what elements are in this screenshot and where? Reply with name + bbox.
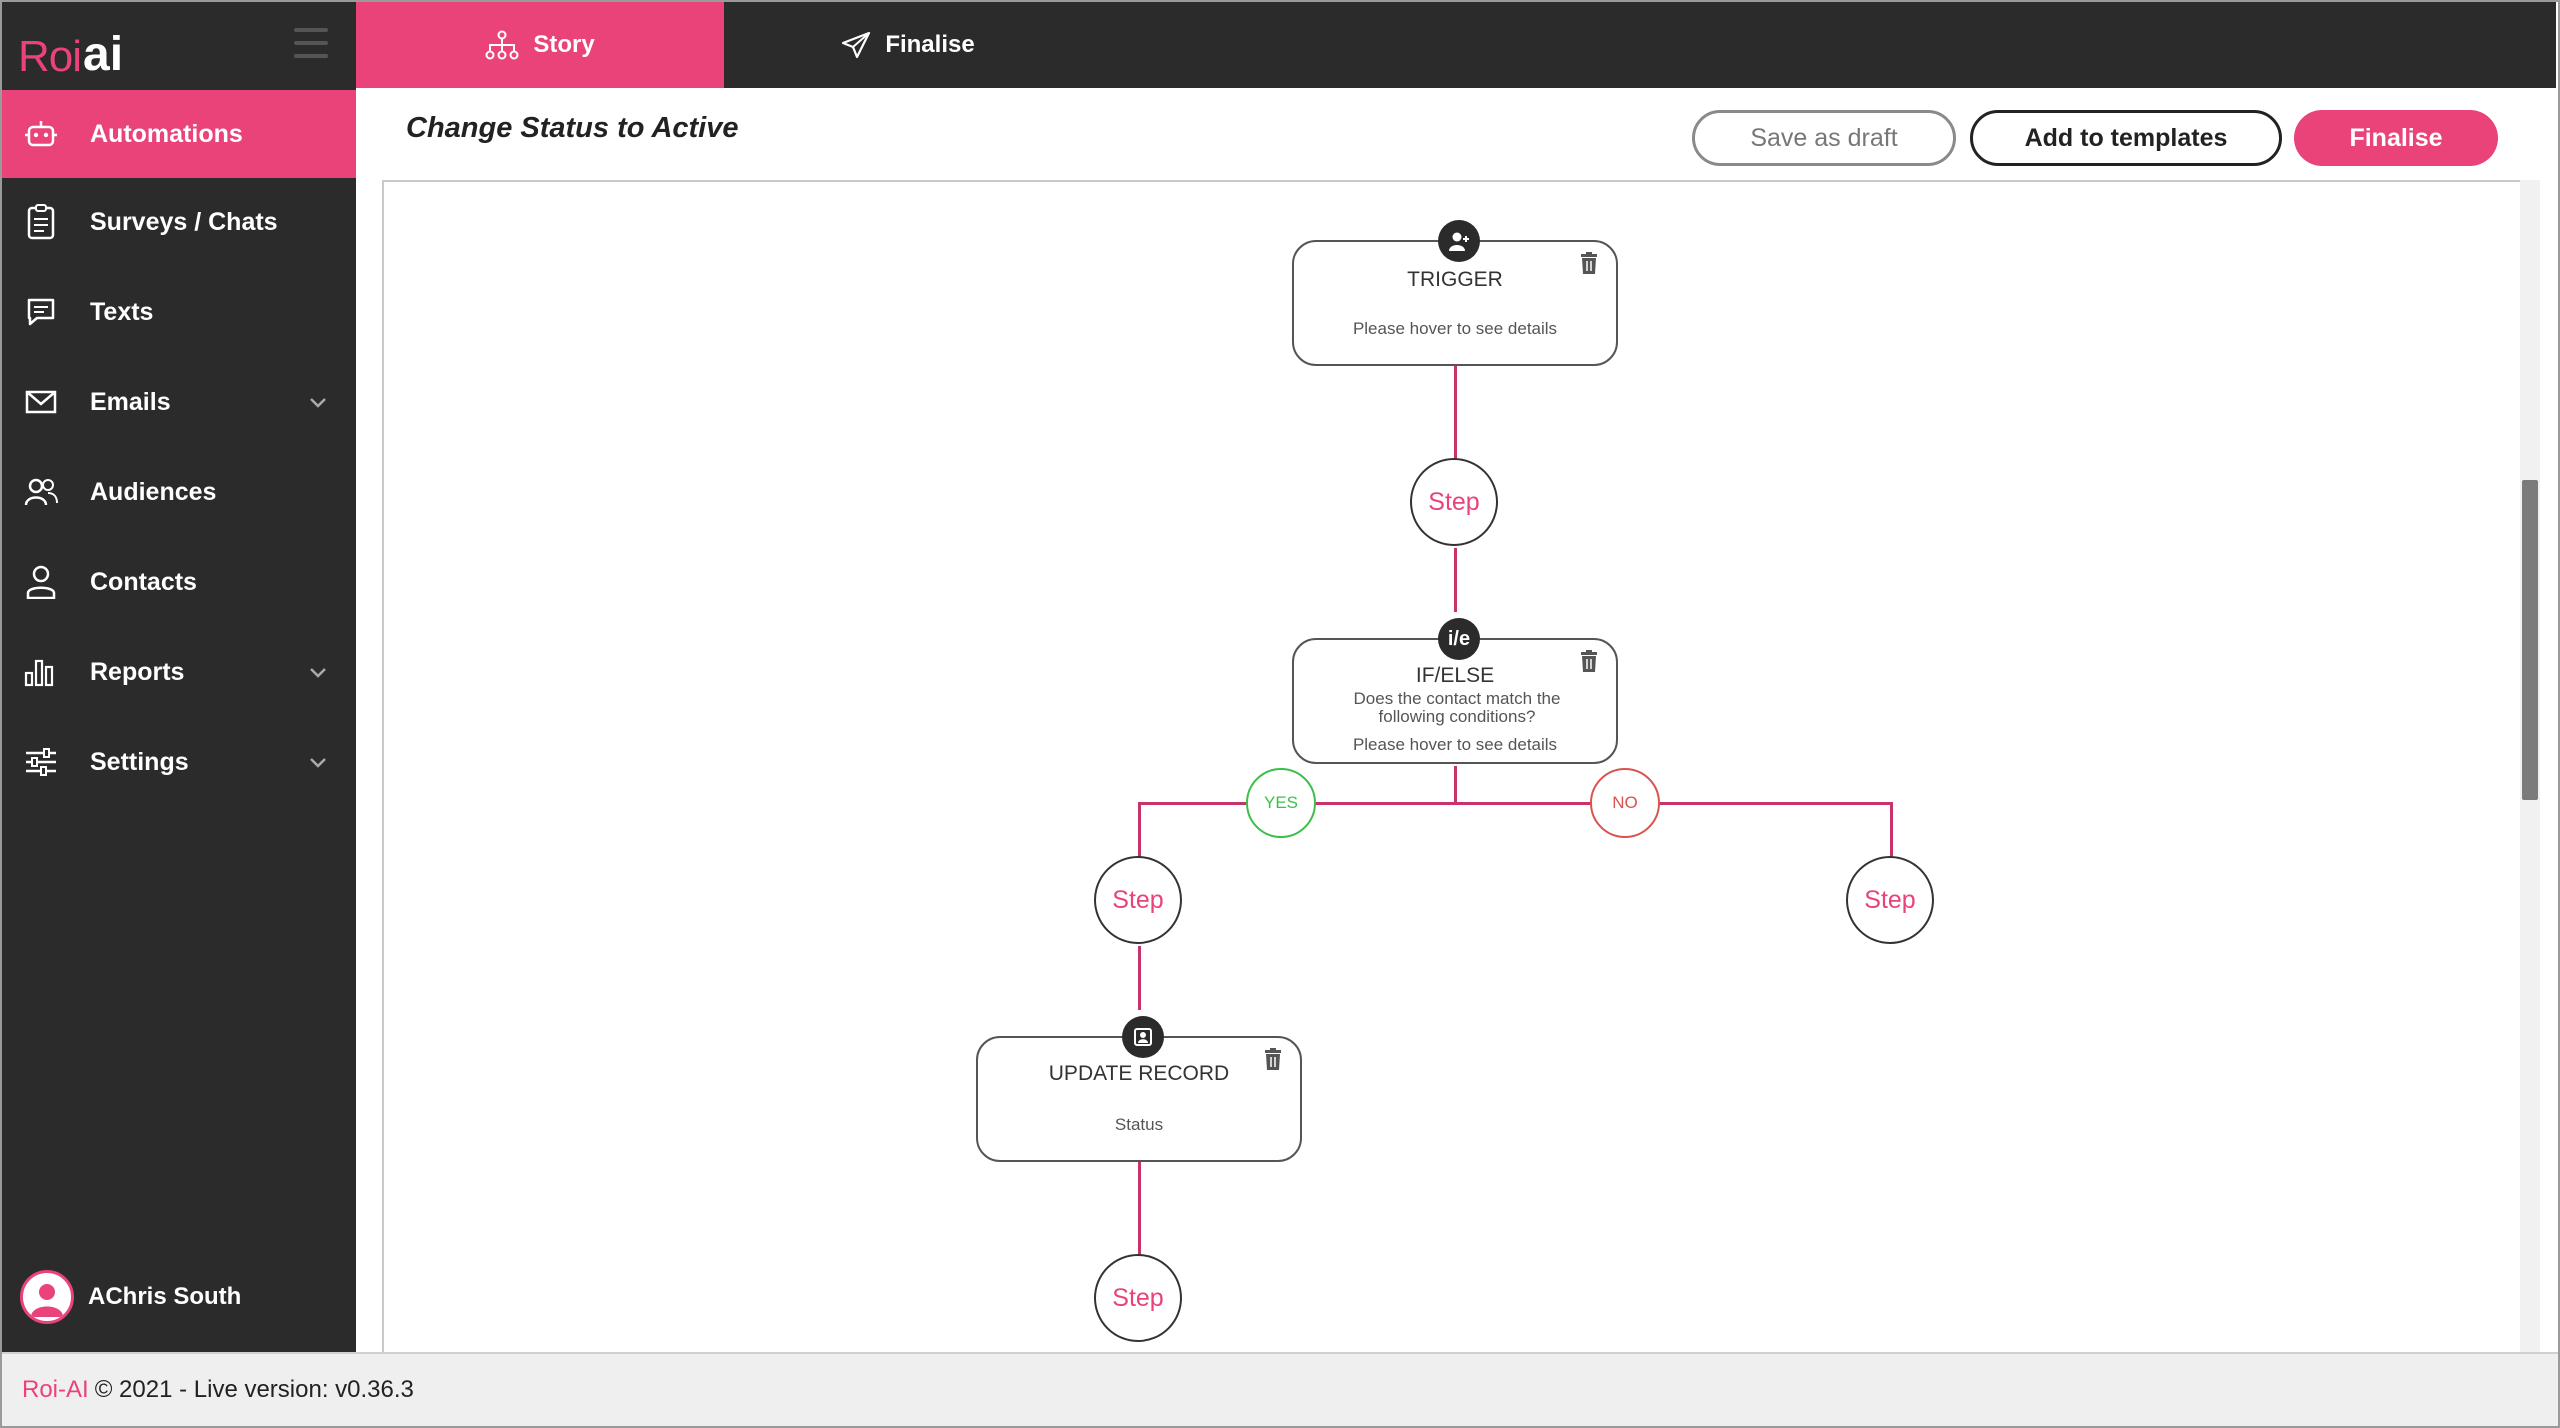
sidebar-item-label: Emails <box>90 387 171 416</box>
user-plus-icon <box>1438 220 1480 262</box>
ifelse-badge: i/e <box>1438 618 1480 660</box>
save-as-draft-button[interactable]: Save as draft <box>1692 110 1956 166</box>
footer: Roi-AI © 2021 - Live version: v0.36.3 <box>2 1352 2558 1426</box>
node-detail: Please hover to see details <box>1352 735 1558 754</box>
paper-plane-icon <box>842 31 871 59</box>
sidebar-item-label: Surveys / Chats <box>90 207 278 236</box>
node-title: TRIGGER <box>1407 268 1503 291</box>
page-title: Change Status to Active <box>406 112 739 144</box>
envelope-icon <box>22 383 60 421</box>
sidebar-item-label: Texts <box>90 297 154 326</box>
logo-ai: ai <box>83 28 124 81</box>
avatar <box>20 1270 74 1324</box>
people-icon <box>22 473 60 511</box>
person-icon <box>22 563 60 601</box>
node-question: Does the contact match the following con… <box>1353 689 1561 726</box>
node-detail: Please hover to see details <box>1352 319 1558 338</box>
canvas-scrollbar[interactable] <box>2520 180 2540 1352</box>
connector-line <box>1454 366 1457 460</box>
chat-bubble-icon <box>22 293 60 331</box>
hamburger-menu-icon[interactable] <box>294 28 328 67</box>
scrollbar-thumb[interactable] <box>2522 480 2538 800</box>
footer-brand[interactable]: Roi-AI <box>22 1376 89 1403</box>
tab-finalise[interactable]: Finalise <box>724 2 1092 88</box>
sidebar-item-label: Reports <box>90 657 185 686</box>
connector-line <box>1138 802 1892 805</box>
sidebar-item-emails[interactable]: Emails <box>2 358 356 446</box>
add-step-button[interactable]: Step <box>1094 856 1182 944</box>
sidebar-item-label: Settings <box>90 747 189 776</box>
sidebar-item-reports[interactable]: Reports <box>2 628 356 716</box>
sliders-icon <box>22 743 60 781</box>
chevron-down-icon[interactable] <box>307 391 329 413</box>
sidebar-item-label: Contacts <box>90 567 197 596</box>
chevron-down-icon[interactable] <box>307 661 329 683</box>
add-to-templates-button[interactable]: Add to templates <box>1970 110 2282 166</box>
sidebar-item-surveys[interactable]: Surveys / Chats <box>2 178 356 266</box>
sidebar-item-label: Automations <box>90 119 243 148</box>
sidebar-item-automations[interactable]: Automations <box>2 90 356 178</box>
footer-version: © 2021 - Live version: v0.36.3 <box>94 1376 414 1403</box>
sidebar-item-label: Audiences <box>90 477 217 506</box>
flow-tree-icon <box>485 30 519 60</box>
tab-label: Finalise <box>885 31 975 58</box>
sidebar-item-settings[interactable]: Settings <box>2 718 356 806</box>
clipboard-icon <box>22 203 60 241</box>
finalise-button[interactable]: Finalise <box>2294 110 2498 166</box>
add-step-button[interactable]: Step <box>1846 856 1934 944</box>
tab-label: Story <box>533 31 595 58</box>
robot-icon <box>22 115 60 153</box>
connector-line <box>1890 802 1893 858</box>
contact-card-icon <box>1122 1016 1164 1058</box>
sidebar-item-audiences[interactable]: Audiences <box>2 448 356 536</box>
no-branch-label[interactable]: NO <box>1590 768 1660 838</box>
node-detail: Status <box>1114 1115 1164 1134</box>
connector-line <box>1138 802 1141 858</box>
ifelse-node[interactable]: i/e IF/ELSE Does the contact match the f… <box>1292 618 1618 764</box>
flow-canvas[interactable]: TRIGGER Please hover to see details Step… <box>382 180 2524 1356</box>
user-profile[interactable]: AChris South <box>20 1270 241 1324</box>
sidebar-item-texts[interactable]: Texts <box>2 268 356 356</box>
sidebar: Roi ai Automations Surveys / Chats Texts… <box>2 2 356 1352</box>
connector-line <box>1138 946 1141 1010</box>
update-record-node[interactable]: UPDATE RECORD Status <box>976 1016 1302 1162</box>
connector-line <box>1454 548 1457 612</box>
bar-chart-icon <box>22 653 60 691</box>
add-step-button[interactable]: Step <box>1410 458 1498 546</box>
top-bar: Story Finalise <box>356 2 2556 88</box>
add-step-button[interactable]: Step <box>1094 1254 1182 1342</box>
node-title: IF/ELSE <box>1415 664 1495 687</box>
logo[interactable]: Roi ai <box>18 22 123 82</box>
tab-story[interactable]: Story <box>356 2 724 88</box>
trash-icon[interactable] <box>1264 1048 1282 1070</box>
node-title: UPDATE RECORD <box>1048 1062 1230 1085</box>
trash-icon[interactable] <box>1580 650 1598 672</box>
connector-line <box>1454 766 1457 804</box>
trigger-node[interactable]: TRIGGER Please hover to see details <box>1292 220 1618 366</box>
trash-icon[interactable] <box>1580 252 1598 274</box>
sidebar-item-contacts[interactable]: Contacts <box>2 538 356 626</box>
connector-line <box>1138 1162 1141 1256</box>
user-name: AChris South <box>88 1283 242 1310</box>
logo-roi: Roi <box>18 32 82 81</box>
yes-branch-label[interactable]: YES <box>1246 768 1316 838</box>
chevron-down-icon[interactable] <box>307 751 329 773</box>
